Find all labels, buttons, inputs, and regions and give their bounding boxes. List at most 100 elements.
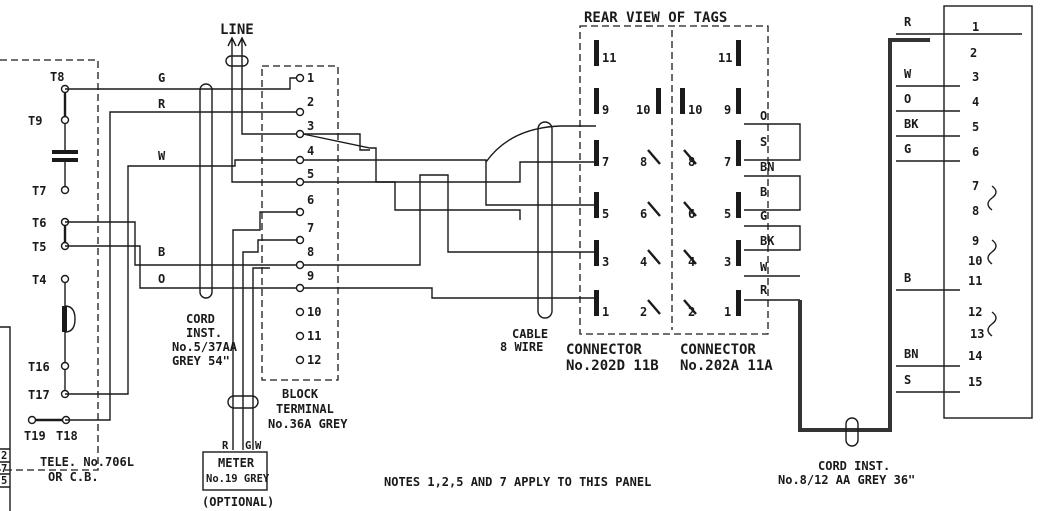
terminal-label-t18: T18 bbox=[56, 429, 78, 443]
right-wire-g: G bbox=[904, 142, 911, 156]
right-terminal-15: 15 bbox=[968, 375, 982, 389]
conn-right-tag-7: 7 bbox=[724, 155, 731, 169]
left-cord-label-line1: CORD bbox=[186, 312, 215, 326]
right-terminal-strip: R W O BK G B BN S 1 2 3 4 5 6 7 8 9 10 1… bbox=[896, 5, 1033, 419]
conn-left-tag-3: 3 bbox=[602, 255, 609, 269]
right-terminal-9: 9 bbox=[972, 234, 979, 248]
left-cord: G R W B O CORD INST. No.5/37AA GREY 54" bbox=[65, 71, 298, 421]
conn-right-wire-s: S bbox=[760, 135, 767, 149]
conn-right-tag-9: 9 bbox=[724, 103, 731, 117]
block-terminal-4: 4 bbox=[307, 144, 314, 158]
right-cord-label-line1: CORD INST. bbox=[818, 459, 890, 473]
right-terminal-13: 13 bbox=[970, 327, 984, 341]
conn-left-label-line2: No.202D 11B bbox=[566, 358, 659, 374]
rear-view-label: REAR VIEW OF TAGS bbox=[584, 10, 727, 26]
terminal-label-t9: T9 bbox=[28, 114, 42, 128]
conn-right-tag-2: 2 bbox=[688, 305, 695, 319]
terminal-label-t5: T5 bbox=[32, 240, 46, 254]
block-terminal-7: 7 bbox=[307, 221, 314, 235]
corner-table: 2 7 5 bbox=[0, 326, 11, 511]
right-terminal-12: 12 bbox=[968, 305, 982, 319]
right-terminal-11: 11 bbox=[968, 274, 982, 288]
right-cord: CORD INST. No.8/12 AA GREY 36" bbox=[778, 38, 930, 487]
conn-right-wire-g: G bbox=[760, 209, 767, 223]
block-terminal-6: 6 bbox=[307, 193, 314, 207]
corner-mark-7: 7 bbox=[1, 463, 7, 475]
right-wire-bk: BK bbox=[904, 117, 919, 131]
terminal-label-t6: T6 bbox=[32, 216, 46, 230]
corner-mark-5: 5 bbox=[1, 475, 7, 487]
right-terminal-7: 7 bbox=[972, 179, 979, 193]
conn-right-wire-r: R bbox=[760, 283, 768, 297]
conn-left-tag-11: 11 bbox=[602, 51, 616, 65]
terminal-label-t17: T17 bbox=[28, 388, 50, 402]
meter-wire-g: G bbox=[245, 440, 251, 452]
conn-right-tag-10: 10 bbox=[688, 103, 702, 117]
conn-left-tag-10: 10 bbox=[636, 103, 650, 117]
conn-left-tag-1: 1 bbox=[602, 305, 609, 319]
left-cord-label-line2: INST. bbox=[186, 326, 222, 340]
conn-left-tag-9: 9 bbox=[602, 103, 609, 117]
right-terminal-14: 14 bbox=[968, 349, 982, 363]
meter-label-line2: No.19 GREY bbox=[206, 473, 270, 485]
left-cord-label-line3: No.5/37AA bbox=[172, 340, 238, 354]
conn-left-tag-2: 2 bbox=[640, 305, 647, 319]
telephone-panel: T8 T9 T7 T6 T5 T4 T16 T17 T19 T18 TELE. … bbox=[0, 59, 134, 484]
conn-right-tag-11: 11 bbox=[718, 51, 732, 65]
block-terminal-2: 2 bbox=[307, 95, 314, 109]
meter-label-line3: (OPTIONAL) bbox=[202, 495, 274, 509]
right-terminal-4: 4 bbox=[972, 95, 979, 109]
left-cord-wire-w: W bbox=[158, 149, 166, 163]
meter-wire-r: R bbox=[222, 440, 229, 452]
conn-right-tag-6: 6 bbox=[688, 207, 695, 221]
conn-left-tag-6: 6 bbox=[640, 207, 647, 221]
conn-left-tag-5: 5 bbox=[602, 207, 609, 221]
conn-right-label-line1: CONNECTOR bbox=[680, 342, 756, 358]
conn-right-tag-3: 3 bbox=[724, 255, 731, 269]
connectors: REAR VIEW OF TAGS 11 9 10 7 8 5 6 3 4 1 … bbox=[566, 10, 801, 374]
block-terminal: 1 2 3 4 5 6 7 8 9 10 11 12 BLOCK TERMINA… bbox=[261, 65, 348, 431]
block-terminal-5: 5 bbox=[307, 167, 314, 181]
conn-left-label-line1: CONNECTOR bbox=[566, 342, 642, 358]
terminal-label-t7: T7 bbox=[32, 184, 46, 198]
block-terminal-1: 1 bbox=[307, 71, 314, 85]
conn-left-tag-7: 7 bbox=[602, 155, 609, 169]
right-cord-label-line2: No.8/12 AA GREY 36" bbox=[778, 473, 915, 487]
right-terminal-5: 5 bbox=[972, 120, 979, 134]
telephone-title-line2: OR C.B. bbox=[48, 470, 99, 484]
right-terminal-10: 10 bbox=[968, 254, 982, 268]
right-terminal-6: 6 bbox=[972, 145, 979, 159]
block-terminal-label-line2: TERMINAL bbox=[276, 402, 334, 416]
meter-wire-w: W bbox=[255, 440, 262, 452]
right-wire-bn: BN bbox=[904, 347, 918, 361]
line-label: LINE bbox=[220, 22, 254, 38]
notes-label: NOTES 1,2,5 AND 7 APPLY TO THIS PANEL bbox=[384, 475, 651, 489]
corner-mark-2: 2 bbox=[1, 450, 7, 462]
conn-left-tag-4: 4 bbox=[640, 255, 647, 269]
right-terminal-2: 2 bbox=[970, 46, 977, 60]
terminal-label-t4: T4 bbox=[32, 273, 46, 287]
left-cord-wire-g: G bbox=[158, 71, 165, 85]
right-terminal-1: 1 bbox=[972, 20, 979, 34]
cable-label-line1: CABLE bbox=[512, 327, 548, 341]
left-cord-label-line4: GREY 54" bbox=[172, 354, 230, 368]
cable-label-line2: 8 WIRE bbox=[500, 340, 543, 354]
terminal-label-t16: T16 bbox=[28, 360, 50, 374]
conn-left-tag-8: 8 bbox=[640, 155, 647, 169]
block-terminal-12: 12 bbox=[307, 353, 321, 367]
conn-right-tag-4: 4 bbox=[688, 255, 695, 269]
block-terminal-11: 11 bbox=[307, 329, 321, 343]
right-wire-r: R bbox=[904, 15, 912, 29]
right-wire-s: S bbox=[904, 373, 911, 387]
line-input: LINE bbox=[220, 22, 298, 183]
block-terminal-label-line1: BLOCK bbox=[282, 387, 319, 401]
meter: R G W METER No.19 GREY (OPTIONAL) bbox=[202, 211, 298, 509]
right-wire-b: B bbox=[904, 271, 911, 285]
right-wire-w: W bbox=[904, 67, 912, 81]
telephone-title-line1: TELE. No.706L bbox=[40, 455, 134, 469]
right-wire-o: O bbox=[904, 92, 911, 106]
block-terminal-10: 10 bbox=[307, 305, 321, 319]
conn-right-wire-bn: BN bbox=[760, 160, 774, 174]
left-cord-wire-b: B bbox=[158, 245, 165, 259]
